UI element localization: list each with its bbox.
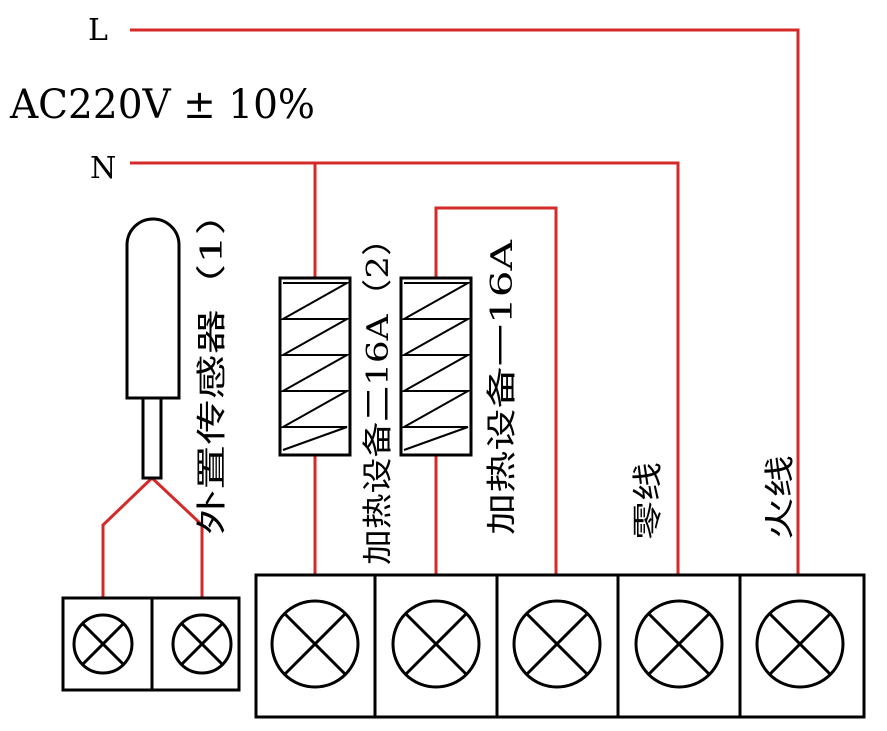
sensor-lead-left <box>101 476 154 598</box>
terminal-screw-icon <box>512 599 602 689</box>
heater-1-label: 加热设备一16A <box>485 240 520 535</box>
sensor-lead-right <box>150 476 204 598</box>
neutral-wire-line <box>130 161 680 575</box>
terminal-screw-icon <box>755 599 845 689</box>
sensor-terminal-block <box>61 596 241 692</box>
terminal-screw-icon <box>171 613 233 675</box>
main-terminal-block <box>254 573 866 719</box>
heater-2-icon <box>278 276 352 457</box>
sensor-icon <box>125 217 181 480</box>
heater1-top-wire <box>434 206 558 575</box>
live-label: L <box>88 13 108 48</box>
terminal-screw-icon <box>72 613 134 675</box>
live-wire-line <box>130 28 800 575</box>
terminal-screw-icon <box>270 599 360 689</box>
heater-1-icon <box>399 276 473 457</box>
voltage-label: AC220V ± 10% <box>9 82 315 128</box>
terminal-screw-icon <box>391 599 481 689</box>
heater-2-label: 加热设备二16A（2） <box>361 220 396 565</box>
neutral-wire-label: 零线 <box>631 462 666 540</box>
wires <box>101 28 800 598</box>
live-wire-label: 火线 <box>763 455 798 540</box>
external-sensor-label: 外置传感器（1） <box>195 190 230 535</box>
terminal-screw-icon <box>634 599 724 689</box>
neutral-label: N <box>90 151 116 186</box>
